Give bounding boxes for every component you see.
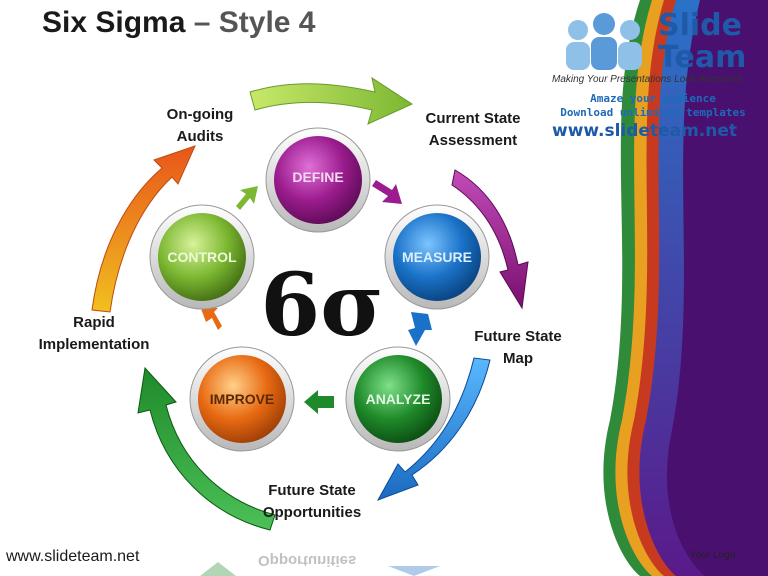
label-rapid-line2: Implementation [38,336,150,353]
phase-circle-measure [384,204,490,310]
reflection [200,562,440,576]
left-arrow [91,145,196,313]
label-ongoing-audits: On-going Audits [150,104,250,148]
brand-url: www.slideteam.net [552,121,738,141]
phase-circle-define [265,127,371,233]
brand-promo-line2: Download unlimited templates [560,106,746,119]
title-suffix: – Style 4 [193,6,316,39]
label-current-line2: Assessment [428,132,518,149]
brand-name-line2: Team [658,40,747,75]
label-future-map-line1: Future State [474,328,562,345]
brand-logo: Slide Team Making Your Presentations Loo… [548,0,768,150]
label-future-state-opportunities: Future State Opportunities [248,480,376,524]
top-arrow [249,76,414,125]
label-ongoing-line2: Audits [176,128,224,145]
phase-label-measure: MEASURE [402,249,472,265]
footer-logo-placeholder: Your Logo [690,550,736,561]
label-current-line1: Current State [425,110,521,127]
brand-promo-line1: Amaze your audience [590,92,716,105]
mirrored-reflection-text: Opportunities [258,552,357,569]
phase-label-control: CONTROL [167,249,237,265]
phase-circle-control [149,204,255,310]
phase-circle-analyze [345,346,451,452]
label-future-map-line2: Map [503,350,533,367]
right-arrow [451,169,529,310]
six-sigma-symbol: 6σ [260,255,383,356]
label-ongoing-line1: On-going [166,106,234,123]
label-current-state: Current State Assessment [410,108,536,152]
brand-people-icon [566,13,642,70]
brand-name-line1: Slide [658,8,742,43]
label-future-state-map: Future State Map [456,326,580,370]
phase-label-analyze: ANALYZE [366,391,431,407]
bottom-left-arrow [137,366,276,531]
slide-title: Six Sigma – Style 4 [42,6,316,40]
phase-label-define: DEFINE [292,169,343,185]
connector-arrows [200,180,432,414]
decorative-waves [603,0,768,576]
phase-circle-improve [189,346,295,452]
label-future-opp-line1: Future State [268,482,356,499]
phase-label-improve: IMPROVE [210,391,275,407]
label-rapid-implementation: Rapid Implementation [24,312,164,356]
label-rapid-line1: Rapid [73,314,115,331]
lower-right-arrow [376,357,491,501]
footer-url: www.slideteam.net [6,548,140,565]
label-future-opp-line2: Opportunities [262,504,362,521]
title-main: Six Sigma [42,6,186,39]
brand-tagline: Making Your Presentations Look Awesome [552,74,742,85]
